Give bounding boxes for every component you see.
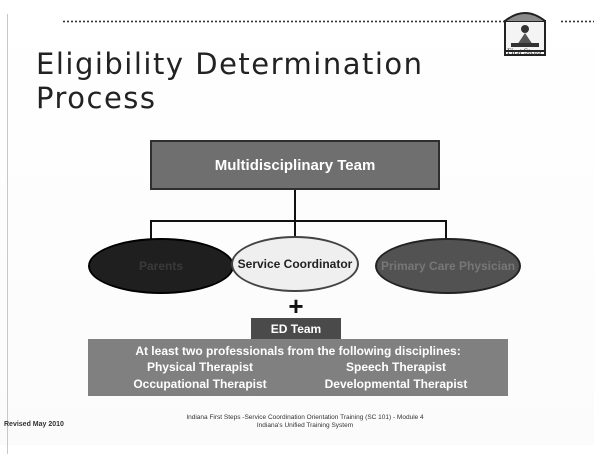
- primary-care-physician-ellipse: Primary Care Physician: [375, 238, 521, 294]
- discipline-item: Developmental Therapist: [324, 377, 468, 391]
- first-steps-logo-icon: [504, 12, 546, 56]
- slide-title: Eligibility Determination Process: [36, 47, 424, 115]
- connector-vertical-top: [294, 190, 296, 221]
- footer-line-1: Indiana First Steps -Service Coordinatio…: [186, 414, 424, 421]
- side-rule: [7, 14, 8, 454]
- discipline-item: Physical Therapist: [146, 360, 254, 374]
- ed-team-label: ED Team: [251, 318, 341, 339]
- title-dotted-rule: [62, 20, 504, 23]
- service-coordinator-ellipse: Service Coordinator: [231, 236, 359, 292]
- logo-caption: First Steps: [506, 47, 541, 56]
- discipline-item: Speech Therapist: [345, 360, 447, 374]
- parents-ellipse: Parents: [88, 238, 234, 294]
- multidisciplinary-team-box: Multidisciplinary Team: [150, 140, 440, 190]
- discipline-item: Occupational Therapist: [133, 377, 267, 391]
- footer-line-2: Indiana's Unified Training System: [256, 422, 354, 429]
- connector-left: [150, 220, 152, 240]
- connector-horizontal: [150, 220, 447, 222]
- revised-date: Revised May 2010: [4, 421, 64, 428]
- footer: Indiana First Steps -Service Coordinatio…: [130, 414, 480, 430]
- title-dotted-rule-right: [560, 20, 594, 23]
- connector-right: [445, 220, 447, 240]
- professionals-box: At least two professionals from the foll…: [88, 339, 508, 396]
- professionals-heading: At least two professionals from the foll…: [135, 344, 461, 358]
- connector-center: [294, 220, 296, 238]
- plus-sign: +: [288, 291, 304, 321]
